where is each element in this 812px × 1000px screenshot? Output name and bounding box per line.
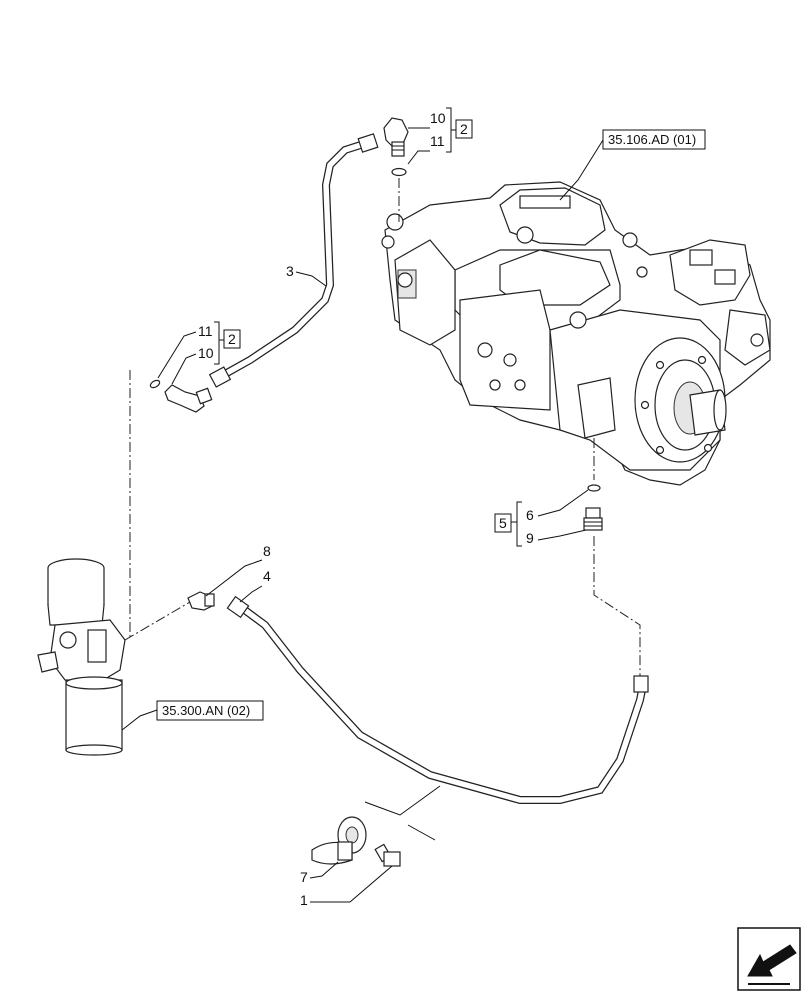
callout-adapter-9: 9 bbox=[526, 530, 534, 546]
callout-clamp-7: 7 bbox=[300, 869, 308, 885]
filter-to-elbow-centerline bbox=[124, 601, 191, 641]
upper-elbow-fitting bbox=[383, 117, 409, 157]
pump-reference-leader bbox=[559, 139, 604, 201]
callout-oring-6: 6 bbox=[526, 507, 534, 523]
group-5-box bbox=[494, 513, 512, 533]
lower-group-box bbox=[223, 329, 241, 349]
filter-assembly bbox=[37, 558, 126, 756]
hydraulic-pump bbox=[381, 181, 771, 486]
upper-oring bbox=[391, 167, 407, 177]
callout-hose-3: 3 bbox=[286, 263, 294, 279]
section-break-lines-lower bbox=[407, 824, 436, 841]
callout-hose-4: 4 bbox=[263, 568, 271, 584]
elbow-fitting-8 bbox=[187, 591, 215, 611]
callout-bolt-1: 1 bbox=[300, 892, 308, 908]
callout-upper-elbow-10: 10 bbox=[430, 110, 446, 126]
lower-oring bbox=[149, 379, 161, 389]
callout-elbow-8: 8 bbox=[263, 543, 271, 559]
callout-upper-group-2: 2 bbox=[460, 121, 468, 137]
pump-reference-box bbox=[602, 129, 706, 150]
upper-group-box bbox=[455, 119, 473, 139]
hose-clamp-7 bbox=[311, 816, 367, 865]
oring-6 bbox=[587, 484, 601, 492]
callout-lower-oring-11: 11 bbox=[198, 323, 213, 339]
lower-elbow-fitting bbox=[164, 384, 213, 413]
pump-reference-label: 35.106.AD (01) bbox=[608, 132, 696, 147]
bolt-1 bbox=[374, 843, 401, 867]
filter-reference-leader bbox=[121, 709, 158, 731]
upper-group-bracket bbox=[446, 107, 452, 153]
section-break-lines bbox=[364, 785, 441, 816]
filter-reference-label: 35.300.AN (02) bbox=[162, 703, 250, 718]
callout-group-5: 5 bbox=[499, 515, 507, 531]
callout-lower-elbow-10: 10 bbox=[198, 345, 214, 361]
adapter-to-hose-centerline bbox=[593, 536, 641, 676]
lower-group-bracket bbox=[214, 321, 220, 365]
adapter-fitting-9 bbox=[583, 507, 603, 531]
callout-lower-group-2: 2 bbox=[228, 331, 236, 347]
callout-upper-oring-11: 11 bbox=[430, 133, 445, 149]
hose-3 bbox=[208, 133, 379, 388]
direction-arrow-icon[interactable] bbox=[737, 927, 801, 991]
group-5-bracket bbox=[516, 501, 522, 547]
hose-4 bbox=[226, 595, 649, 804]
